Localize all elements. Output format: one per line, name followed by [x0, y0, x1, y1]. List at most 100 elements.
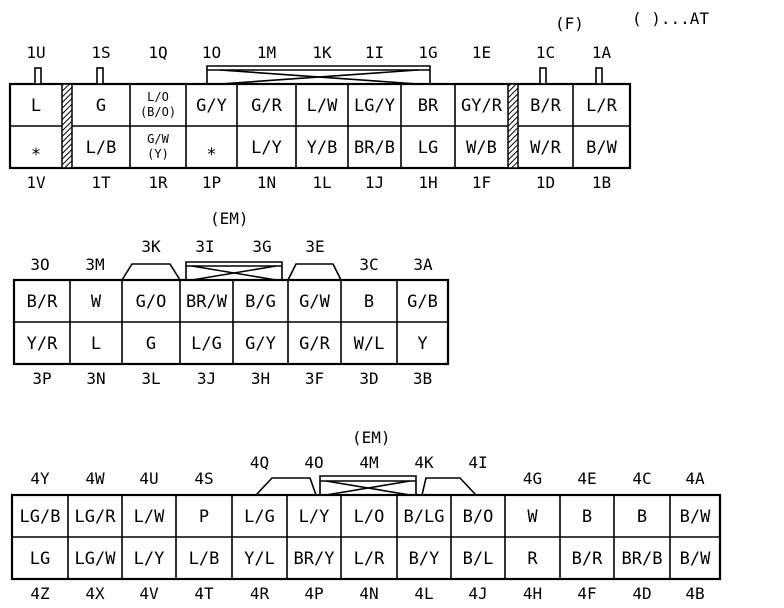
- pin-label: 4C: [632, 469, 651, 488]
- pin-label: 4L: [414, 584, 433, 603]
- pin-label: 1V: [26, 173, 46, 192]
- pin-label: 3J: [197, 369, 216, 388]
- wire-color: L/O: [147, 90, 169, 104]
- pin-label: 4B: [685, 584, 704, 603]
- pin-label: 3A: [413, 255, 433, 274]
- wire-color: GY/R: [461, 96, 503, 116]
- wire-color: LG/B: [20, 507, 61, 527]
- wire-color: B/LG: [404, 507, 445, 527]
- pin-label: 4F: [577, 584, 596, 603]
- key-tab: [421, 477, 477, 496]
- pin-label: 1E: [472, 43, 491, 62]
- wire-color: W/L: [354, 334, 385, 354]
- pin-label: 4G: [523, 469, 542, 488]
- wire-color: LG/Y: [354, 96, 395, 116]
- wire-color: B/W: [680, 549, 711, 569]
- pin-label: 4E: [577, 469, 596, 488]
- wire-color: G/O: [136, 292, 167, 312]
- pin-label: 4J: [468, 584, 487, 603]
- pin-label: 4K: [414, 453, 434, 472]
- wire-color: B: [582, 507, 592, 527]
- wire-color: B/L: [463, 549, 494, 569]
- pin-label: 1N: [257, 173, 276, 192]
- pin-label: 1J: [365, 173, 384, 192]
- wire-color: B/R: [27, 292, 58, 312]
- pin-label: 4T: [194, 584, 214, 603]
- wire-color: G: [146, 334, 156, 354]
- wire-color: L/G: [244, 507, 275, 527]
- key-tab: [255, 477, 317, 496]
- pin-label: 3C: [359, 255, 378, 274]
- wire-color: W/B: [466, 138, 497, 158]
- wire-color: B/G: [245, 292, 276, 312]
- wire-color-alt: (Y): [147, 147, 169, 161]
- wire-color: B/R: [530, 96, 561, 116]
- pin-label: 1Q: [148, 43, 167, 62]
- wire-color: BR: [418, 96, 439, 116]
- wire-color: LG/W: [75, 549, 117, 569]
- pin-label: 1I: [365, 43, 384, 62]
- pin-stub: [96, 67, 104, 85]
- pin-label: 1G: [418, 43, 437, 62]
- wire-color: LG: [30, 549, 50, 569]
- pin-label: 4P: [304, 584, 323, 603]
- pin-label: 3D: [359, 369, 378, 388]
- pin-label: 4V: [139, 584, 159, 603]
- wire-color: L: [91, 334, 101, 354]
- wire-color: L/W: [307, 96, 338, 116]
- wire-color: L/Y: [299, 507, 330, 527]
- pin-label: 4Q: [250, 453, 269, 472]
- at-variant-note: ( )...AT: [632, 9, 709, 28]
- pin-label: 3N: [86, 369, 105, 388]
- lock-tab-left: [61, 83, 73, 169]
- wire-color: L/O: [354, 507, 385, 527]
- wire-color: W: [91, 292, 102, 312]
- wire-color: L/B: [189, 549, 220, 569]
- em-variant-note-3: (EM): [210, 209, 249, 228]
- wire-color: G/Y: [245, 334, 276, 354]
- f-variant-note: (F): [555, 14, 584, 33]
- pin-label: 3M: [85, 255, 104, 274]
- wire-color: L/B: [86, 138, 117, 158]
- pin-label: 4N: [359, 584, 378, 603]
- pin-label: 4Y: [30, 469, 50, 488]
- pin-label: 1K: [312, 43, 332, 62]
- wire-color: LG/R: [75, 507, 117, 527]
- pin-stub: [34, 67, 42, 85]
- pin-label: 4W: [85, 469, 105, 488]
- pin-stub: [595, 67, 603, 85]
- pin-label: 1A: [592, 43, 612, 62]
- pin-label: 3B: [413, 369, 432, 388]
- wire-color: B/Y: [409, 549, 440, 569]
- pin-label: 1D: [536, 173, 555, 192]
- pin-label: 4S: [194, 469, 213, 488]
- wire-color: L/R: [586, 96, 617, 116]
- wire-color: BR/B: [354, 138, 395, 158]
- wire-color: G/W: [299, 292, 330, 312]
- em-variant-note-4: (EM): [352, 428, 391, 447]
- wire-color: G/Y: [196, 96, 227, 116]
- wire-color: W: [527, 507, 538, 527]
- pin-label: 4I: [468, 453, 487, 472]
- wire-color: L/R: [354, 549, 385, 569]
- pin-label: 3P: [32, 369, 51, 388]
- pin-label: 1F: [472, 173, 491, 192]
- pin-label: 1S: [91, 43, 110, 62]
- pin-label: 4U: [139, 469, 158, 488]
- pin-label: 3I: [195, 237, 214, 256]
- pin-label: 1P: [202, 173, 221, 192]
- pin-label: 1C: [536, 43, 555, 62]
- wire-color: G/B: [407, 292, 438, 312]
- lock-tab-right: [507, 83, 519, 169]
- wire-color: W/R: [530, 138, 561, 158]
- wire-color: G/W: [147, 132, 169, 146]
- pin-label: 1O: [202, 43, 221, 62]
- wire-color: B/W: [586, 138, 617, 158]
- pin-label: 1T: [91, 173, 111, 192]
- pin-label: 3E: [305, 237, 324, 256]
- pin-label: 1L: [312, 173, 331, 192]
- pin-label: 1U: [26, 43, 45, 62]
